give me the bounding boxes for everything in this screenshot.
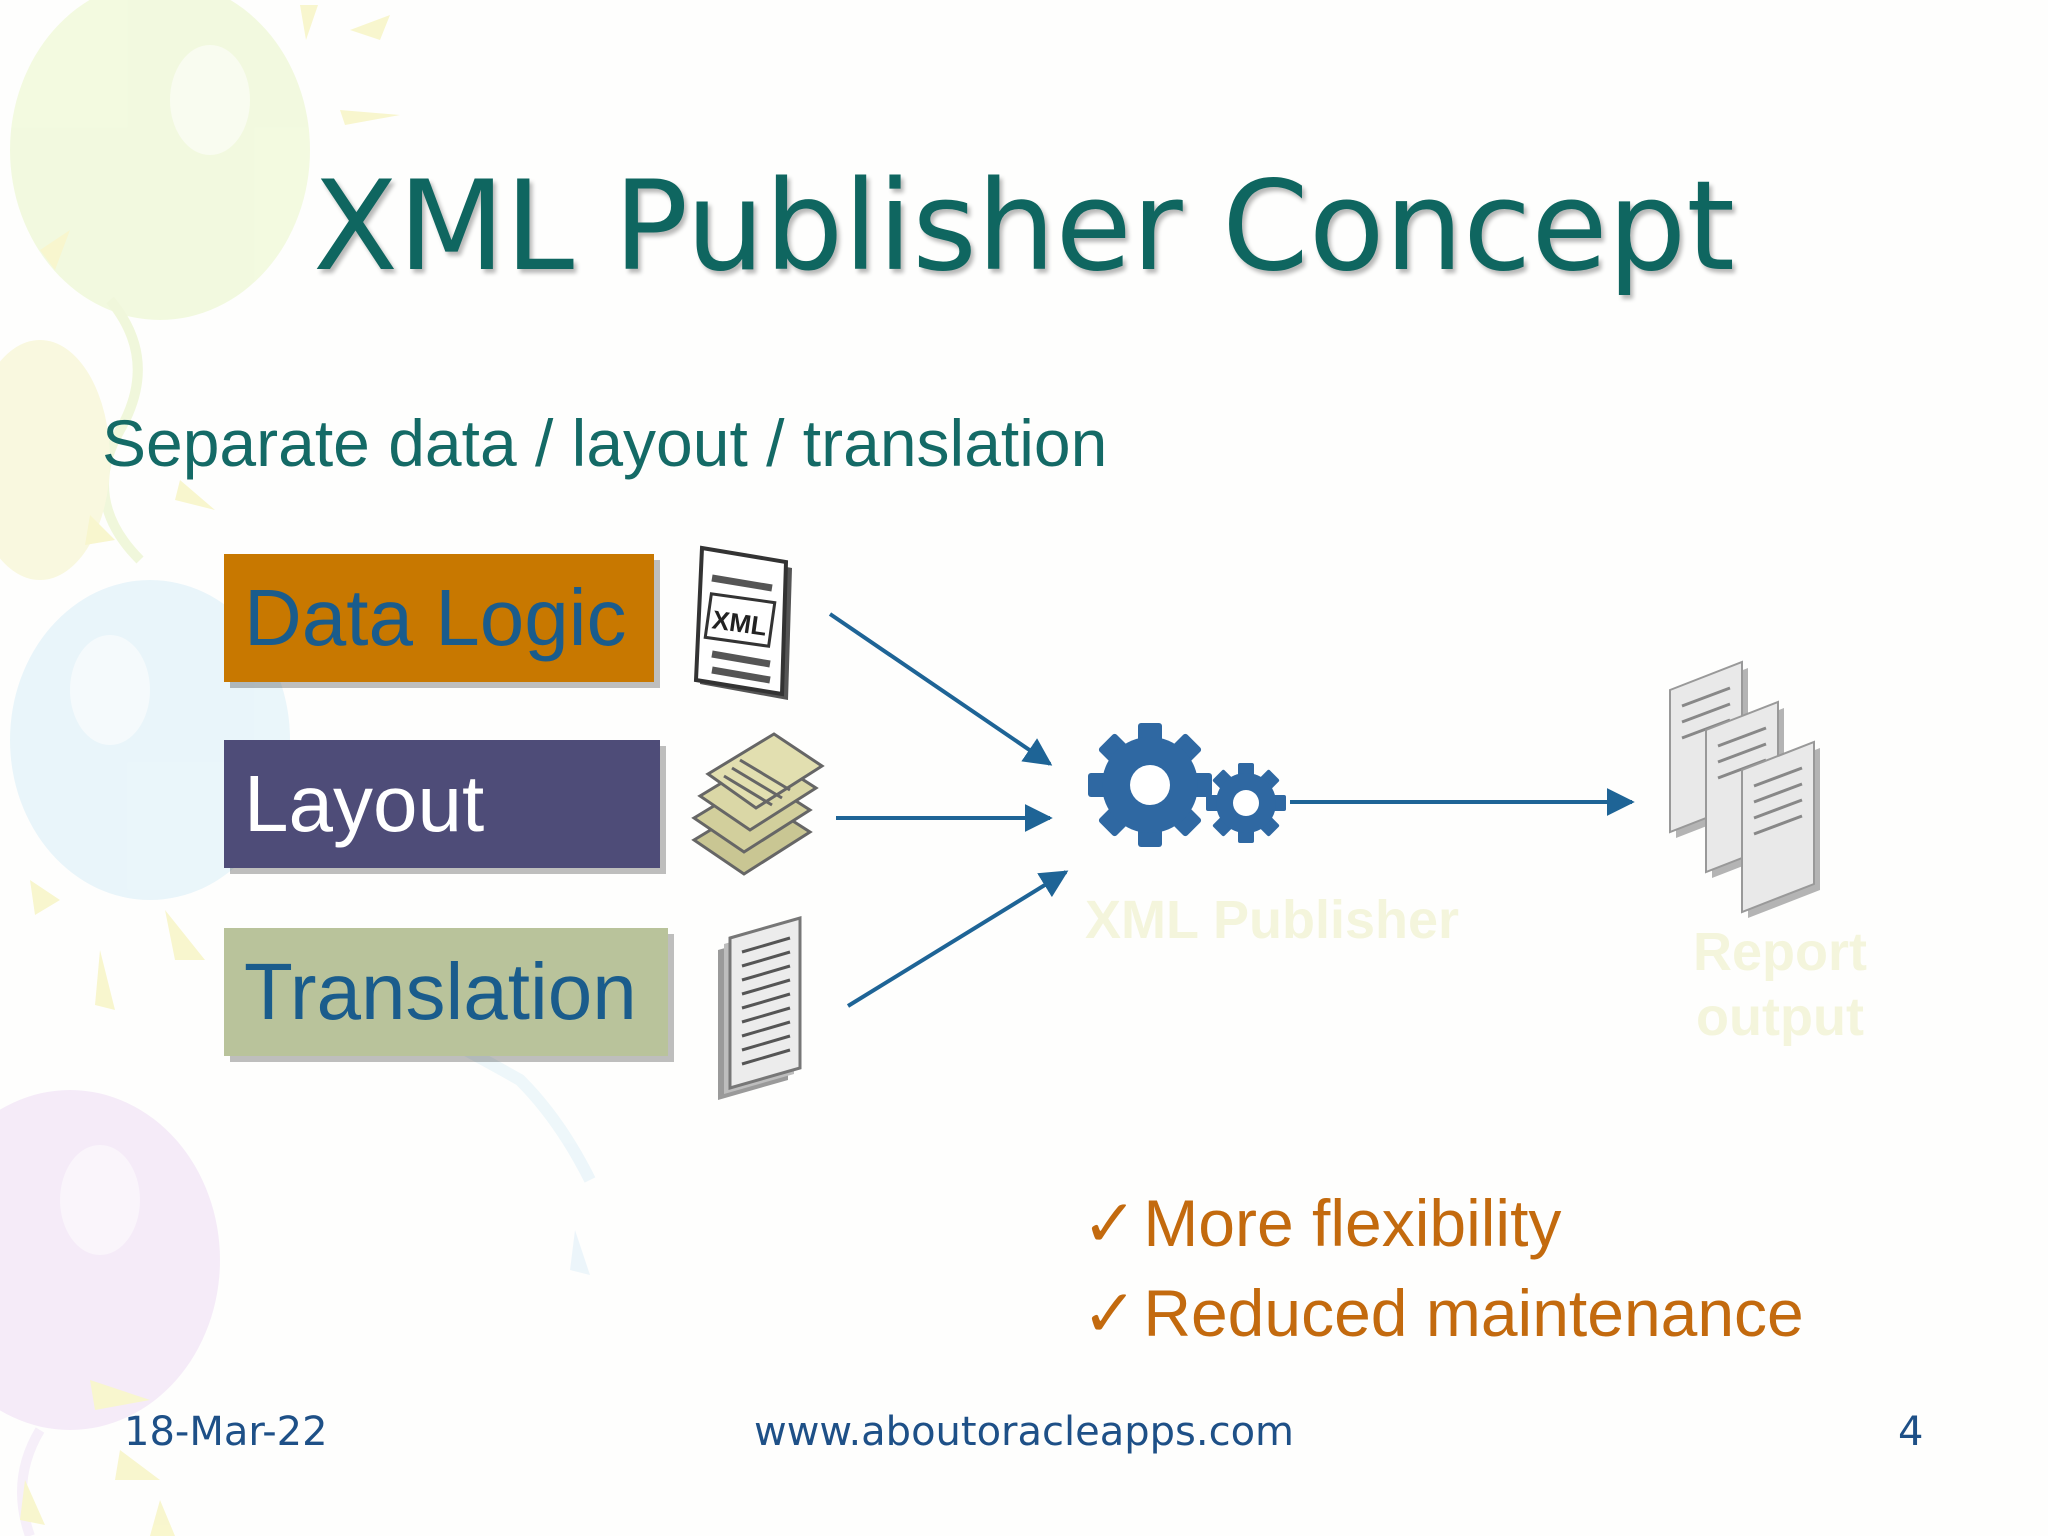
document-stack-icon (718, 916, 802, 1100)
layout-label: Layout (244, 759, 485, 848)
translation-box: Translation (224, 928, 668, 1056)
yellow-confetti-decoration (165, 910, 205, 960)
data-logic-box: Data Logic (224, 554, 654, 682)
slide-subtitle: Separate data / layout / translation (102, 406, 1108, 480)
footer-url: www.aboutoracleapps.com (753, 1409, 1295, 1455)
report-output-line2: output (1696, 986, 1864, 1047)
report-output-line1: Report (1693, 922, 1867, 982)
report-pages-icon (1669, 660, 1820, 918)
page-number: 4 (1898, 1409, 1924, 1455)
yellow-confetti-decoration (570, 1230, 590, 1275)
yellow-confetti-decoration (20, 1480, 45, 1525)
checkmark-icon: ✓ (1082, 1186, 1138, 1260)
xml-publisher-label: XML Publisher (1085, 890, 1460, 950)
yellow-confetti-decoration (40, 230, 70, 270)
purple-balloon-shine (60, 1145, 140, 1255)
checkmark-icon: ✓ (1082, 1276, 1138, 1350)
yellow-confetti-decoration (340, 110, 400, 125)
translation-arrow (846, 870, 1069, 1008)
benefit-item: ✓ More flexibility (1082, 1178, 1804, 1268)
yellow-confetti-decoration (85, 515, 115, 545)
layout-box: Layout (224, 740, 660, 868)
green-balloon-shine (170, 45, 250, 155)
yellow-confetti-decoration (90, 1380, 150, 1410)
yellow-confetti-decoration (150, 1500, 175, 1536)
benefit-item: ✓ Reduced maintenance (1082, 1268, 1804, 1358)
yellow-confetti-decoration (350, 15, 390, 40)
purple-balloon-decoration (0, 1090, 220, 1430)
template-pages-icon (691, 732, 825, 876)
slide-title: XML Publisher Concept (313, 155, 1735, 299)
footer-date: 18-Mar-22 (124, 1409, 328, 1455)
yellow-confetti-decoration (30, 880, 60, 915)
purple-balloon-string (17, 1427, 45, 1536)
green-balloon-string (99, 296, 144, 564)
benefit-text: Reduced maintenance (1143, 1276, 1804, 1350)
data-logic-label: Data Logic (244, 573, 627, 662)
yellow-confetti-decoration (115, 1450, 160, 1480)
benefits-list: ✓ More flexibility ✓ Reduced maintenance (1082, 1178, 1804, 1358)
yellow-balloon-decoration (0, 340, 110, 580)
benefit-text: More flexibility (1143, 1186, 1562, 1260)
xml-document-icon: XML (693, 545, 792, 700)
yellow-confetti-decoration (300, 5, 318, 40)
yellow-confetti-decoration (95, 950, 115, 1010)
blue-balloon-shine (70, 635, 150, 745)
gears-icon (1088, 723, 1286, 847)
report-output-label: Report output (1680, 920, 1880, 1050)
yellow-confetti-decoration (175, 480, 215, 510)
translation-label: Translation (244, 947, 637, 1036)
data-logic-arrow (828, 612, 1053, 766)
